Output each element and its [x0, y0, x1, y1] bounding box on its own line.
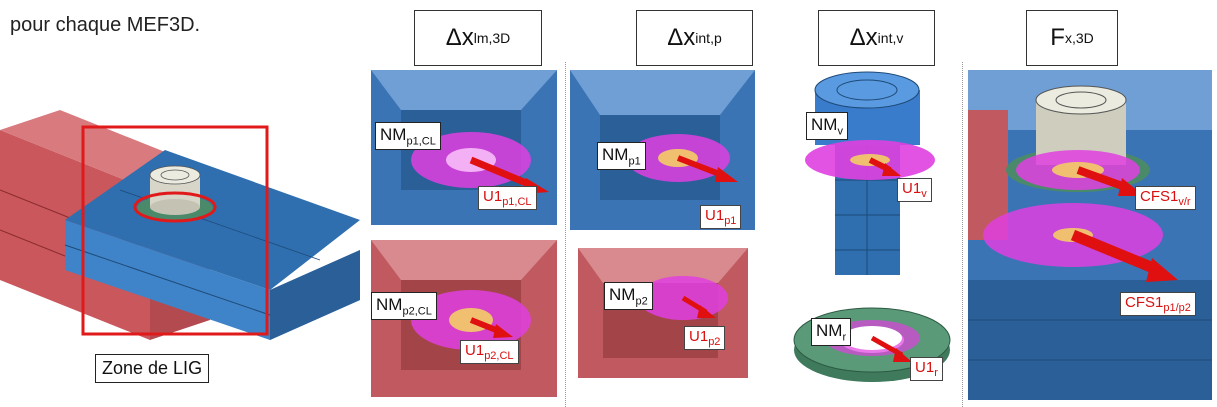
label-cfs1-vr: CFS1v/r [1135, 186, 1196, 210]
zone-label: Zone de LIG [95, 354, 210, 383]
panel-fx3d [968, 70, 1212, 400]
label-nm-p2: NMp2 [604, 282, 653, 311]
panel-intp-bottom [578, 248, 748, 378]
label-u1-p1: U1p1 [700, 205, 742, 229]
header-sub: lm,3D [473, 30, 511, 46]
label-nm-p2cl: NMp2,CL [371, 292, 437, 321]
intro-text: pour chaque MEF3D. [10, 14, 201, 36]
label-nm-v: NMv [806, 112, 848, 141]
column-divider [962, 62, 963, 407]
panel-intp-top [570, 70, 755, 230]
header-main: Δx [667, 24, 696, 51]
label-nm-p1: NMp1 [597, 142, 646, 171]
header-sub: x,3D [1064, 30, 1094, 46]
assembly-view [0, 90, 360, 350]
label-nm-p1cl: NMp1,CL [375, 122, 441, 151]
label-cfs1-p1p2: CFS1p1/p2 [1120, 292, 1196, 316]
column-divider [565, 62, 566, 407]
header-main: Δx [445, 24, 474, 51]
label-u1-r: U1r [910, 357, 943, 381]
label-nm-r: NMr [811, 318, 852, 347]
label-u1-p1cl: U1p1,CL [478, 186, 537, 210]
label-u1-p2: U1p2 [684, 326, 726, 350]
label-u1-p2cl: U1p2,CL [460, 340, 519, 364]
header-main: Δx [849, 24, 878, 51]
label-u1-v: U1v [897, 178, 932, 202]
header-sub: int,p [695, 30, 722, 46]
header-main: F [1050, 24, 1065, 51]
header-sub: int,v [877, 30, 904, 46]
